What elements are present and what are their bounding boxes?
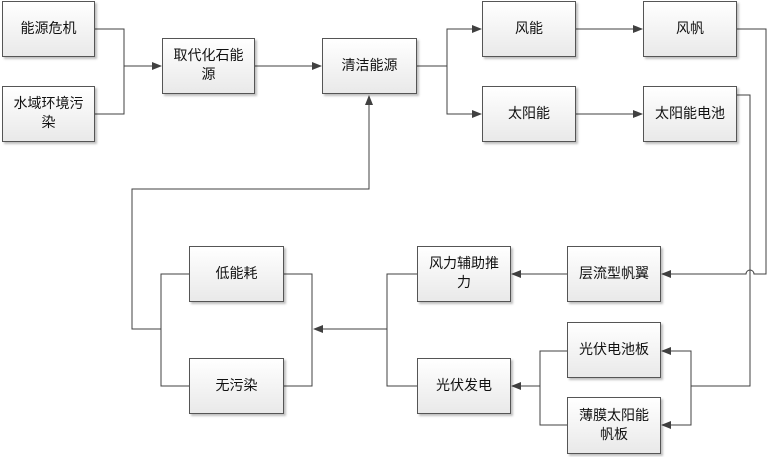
connector-clean-split	[417, 25, 482, 67]
node-no-pollution: 无污染	[189, 358, 284, 414]
node-sail: 风帆	[643, 1, 737, 57]
connector-cell-pv	[661, 94, 751, 387]
connector-sail-wing	[661, 28, 767, 278]
node-pv-panel: 光伏电池板	[567, 322, 661, 378]
node-wind-assist: 风力辅助推力	[417, 246, 511, 302]
connector-feedback	[131, 96, 369, 387]
node-clean-energy: 清洁能源	[322, 38, 417, 94]
node-pv-generation: 光伏发电	[417, 358, 511, 414]
node-replace-fossil: 取代化石能源	[162, 38, 255, 94]
connector-causes	[95, 28, 161, 115]
connector-pv-generation	[512, 350, 567, 426]
connector-results-right	[284, 273, 313, 387]
node-solar-energy: 太阳能	[482, 86, 576, 142]
node-water-pollution: 水域环境污染	[2, 86, 95, 142]
node-low-consumption: 低能耗	[189, 246, 284, 302]
connector-effects	[314, 273, 417, 387]
connector-clean-solar	[446, 66, 482, 118]
node-laminar-wing-sail: 层流型帆翼	[567, 246, 661, 302]
node-wind-energy: 风能	[482, 1, 576, 57]
node-solar-cell: 太阳能电池	[643, 86, 737, 142]
node-thin-film-sail: 薄膜太阳能帆板	[567, 397, 661, 454]
node-energy-crisis: 能源危机	[2, 1, 95, 57]
connector-cell-film	[661, 386, 692, 429]
